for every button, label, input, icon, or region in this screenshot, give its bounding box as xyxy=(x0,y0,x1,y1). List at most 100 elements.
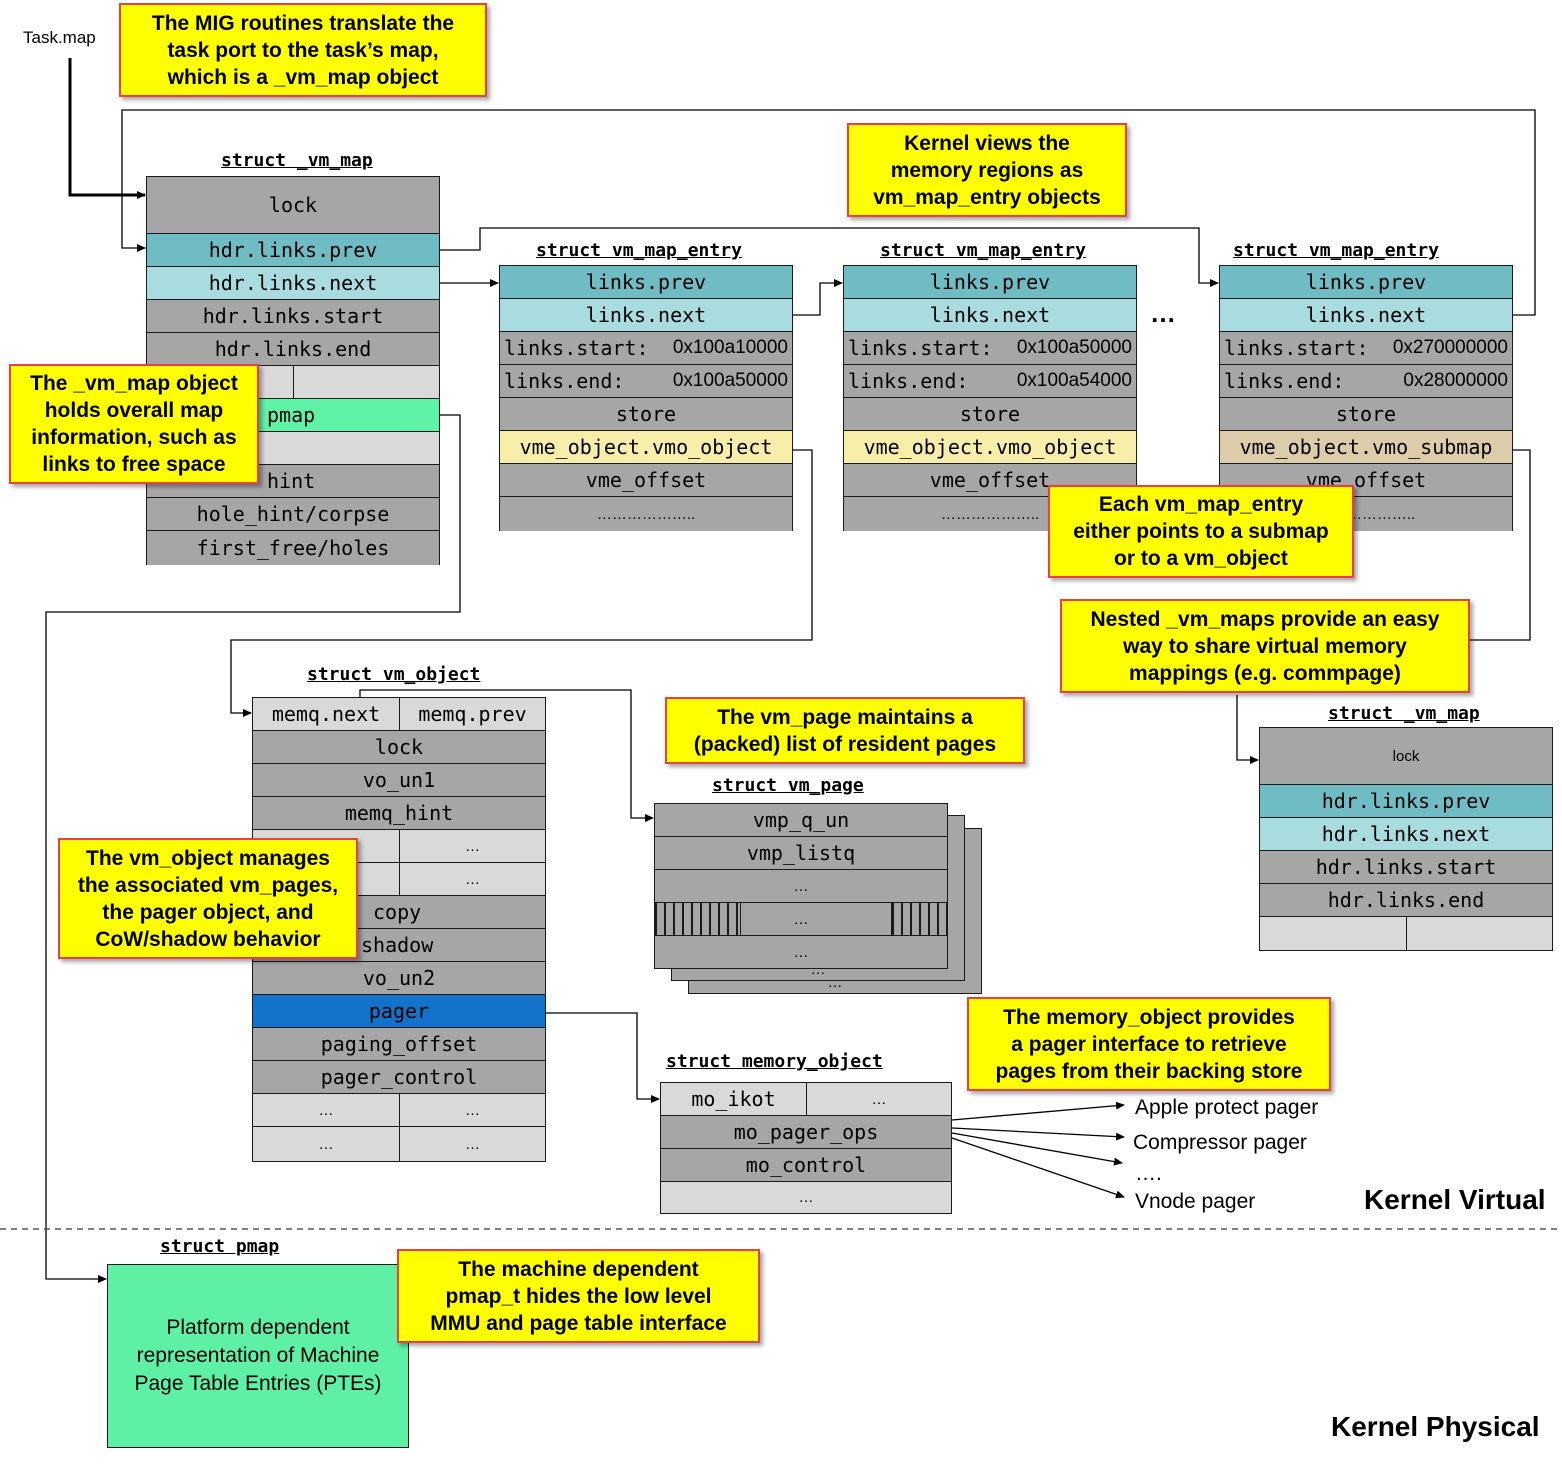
task-map-arrow xyxy=(68,58,146,199)
vm-object-struct: memq.next memq.prev lock vo_un1 memq_hin… xyxy=(252,697,546,1162)
vm-page-hatch-left xyxy=(655,903,741,935)
vm-page-hatch-right xyxy=(891,903,947,935)
submap-to-map-arrow xyxy=(1236,695,1259,764)
memory-object-row-1-dots: … xyxy=(871,1090,887,1108)
vm-object-split-4-left: … xyxy=(253,1127,400,1161)
object-to-vmobject-arrow xyxy=(230,449,813,717)
vm-map-row-prev: hdr.links.prev xyxy=(147,234,439,267)
entry2-end-value: 0x100a54000 xyxy=(1016,370,1132,391)
vm-map-row-start: hdr.links.start xyxy=(147,300,439,333)
entry3-end-value: 0x28000000 xyxy=(1403,370,1508,391)
note-vm-object-line-3: the pager object, and xyxy=(102,900,314,924)
note-memory-object-line-1: The memory_object provides xyxy=(1003,1005,1295,1029)
pager-to-memobject-arrow xyxy=(546,1012,660,1103)
memory-object-row-4: … xyxy=(661,1182,951,1213)
vm-map-row-next: hdr.links.next xyxy=(147,267,439,300)
note-vm-object-line-4: CoW/shadow behavior xyxy=(95,927,321,951)
entry1-to-entry2-arrow xyxy=(793,279,843,316)
prev-to-last-arrow xyxy=(440,227,1219,287)
entry2-object: vme_object.vmo_object xyxy=(844,431,1136,464)
entries-ellipsis: … xyxy=(1150,298,1180,328)
note-each-entry-line-2: either points to a submap xyxy=(1073,520,1329,543)
vm-object-split-1-right: … xyxy=(465,837,480,855)
pmap-title: struct pmap xyxy=(160,1236,280,1257)
note-each-entry-line-1: Each vm_map_entry xyxy=(1098,493,1304,516)
entry3-store: store xyxy=(1220,398,1512,431)
entry1-title: struct vm_map_entry xyxy=(536,240,742,261)
vm-page-row-4: … xyxy=(655,903,947,936)
entry2-title: struct vm_map_entry xyxy=(880,240,1086,261)
entry3-start-label: links.start: xyxy=(1224,336,1369,360)
pmap-text-3: Page Table Entries (PTEs) xyxy=(134,1372,382,1395)
note-mig-line-2: task port to the task’s map, xyxy=(167,38,439,62)
vm-map-title: struct _vm_map xyxy=(221,150,373,171)
pmap-text-1: Platform dependent xyxy=(166,1316,350,1339)
submap-split xyxy=(1260,917,1552,950)
note-pmap: The machine dependent pmap_t hides the lo… xyxy=(397,1249,760,1343)
note-pmap-line-2: pmap_t hides the low level xyxy=(445,1284,712,1308)
vm-map-row-hole-hint: hole_hint/corpse xyxy=(147,498,439,531)
pager-apple-protect: Apple protect pager xyxy=(1135,1096,1319,1119)
entry3-next: links.next xyxy=(1220,299,1512,332)
entry3-start: links.start: 0x270000000 xyxy=(1220,332,1512,365)
vm-object-memq-next: memq.next xyxy=(253,698,400,730)
note-nested-line-2: way to share virtual memory xyxy=(1123,634,1407,658)
note-vm-map-line-2: holds overall map xyxy=(44,399,224,422)
entry2-end-label: links.end: xyxy=(848,369,969,393)
entry1-start: links.start: 0x100a10000 xyxy=(500,332,792,365)
note-vm-page: The vm_page maintains a(packed) list of … xyxy=(665,697,1025,764)
entry2-offset: vme_offset xyxy=(844,464,1136,497)
vm-map-row-first-free: first_free/holes xyxy=(147,531,439,565)
loop-back-arrow xyxy=(121,109,1536,316)
vm-object-split-2-left xyxy=(253,863,400,895)
note-mig: The MIG routines translate the task port … xyxy=(119,3,487,97)
note-pmap-line-1: The machine dependent xyxy=(458,1257,699,1281)
vm-object-split-3-right: … xyxy=(465,1101,480,1119)
vm-object-vo-un2: vo_un2 xyxy=(253,962,545,995)
entry3-submap: vme_object.vmo_submap xyxy=(1220,431,1512,464)
submap-struct: lock hdr.links.prev hdr.links.next hdr.l… xyxy=(1259,727,1553,951)
memq-to-page-arrow xyxy=(359,689,654,822)
vm-page-title: struct vm_page xyxy=(712,775,864,796)
submap-split-left xyxy=(1260,917,1407,950)
entry1-store: store xyxy=(500,398,792,431)
kernel-physical-label: Kernel Physical xyxy=(1331,1411,1540,1442)
vm-page-row-5: … xyxy=(655,936,947,968)
note-nested-line-3: mappings (e.g. commpage) xyxy=(1129,661,1401,685)
entry1-start-label: links.start: xyxy=(504,336,649,360)
entry2-next: links.next xyxy=(844,299,1136,332)
entry3-title: struct vm_map_entry xyxy=(1233,240,1439,261)
entry1-start-value: 0x100a10000 xyxy=(672,337,788,358)
memory-object-control: mo_control xyxy=(661,1149,951,1182)
note-kernel-views-line-2: memory regions as xyxy=(890,158,1084,182)
note-mig-line-1: The MIG routines translate the xyxy=(151,11,455,35)
entry1-end-label: links.end: xyxy=(504,369,625,393)
vm-object-split-2-right: … xyxy=(465,870,480,888)
entry3-start-value: 0x270000000 xyxy=(1392,337,1508,358)
submap-title: struct _vm_map xyxy=(1328,703,1480,724)
vm-object-paging-offset: paging_offset xyxy=(253,1028,545,1061)
vm-map-struct: lock hdr.links.prev hdr.links.next hdr.l… xyxy=(146,176,440,565)
pager-vnode: Vnode pager xyxy=(1135,1190,1256,1213)
kernel-virtual-label: Kernel Virtual xyxy=(1364,1184,1546,1215)
note-kernel-views-line-3: vm_map_entry objects xyxy=(873,185,1101,209)
vm-object-pager-control: pager_control xyxy=(253,1061,545,1094)
entry1-next: links.next xyxy=(500,299,792,332)
entry2-start-value: 0x100a50000 xyxy=(1016,337,1132,358)
vm-page-row-4-dots: … xyxy=(793,910,809,928)
memory-object-struct: mo_ikot … mo_pager_ops mo_control … xyxy=(660,1082,952,1214)
submap-prev: hdr.links.prev xyxy=(1260,785,1552,818)
memory-object-ikot: mo_ikot xyxy=(661,1083,807,1115)
entry2-prev: links.prev xyxy=(844,266,1136,299)
entry3-end: links.end:0x28000000 xyxy=(1220,365,1512,398)
vm-map-row-lock: lock xyxy=(147,177,439,234)
memory-object-pager-ops: mo_pager_ops xyxy=(661,1116,951,1149)
vm-map-row-end: hdr.links.end xyxy=(147,333,439,366)
note-vm-object-line-2: the associated vm_pages, xyxy=(77,873,339,897)
